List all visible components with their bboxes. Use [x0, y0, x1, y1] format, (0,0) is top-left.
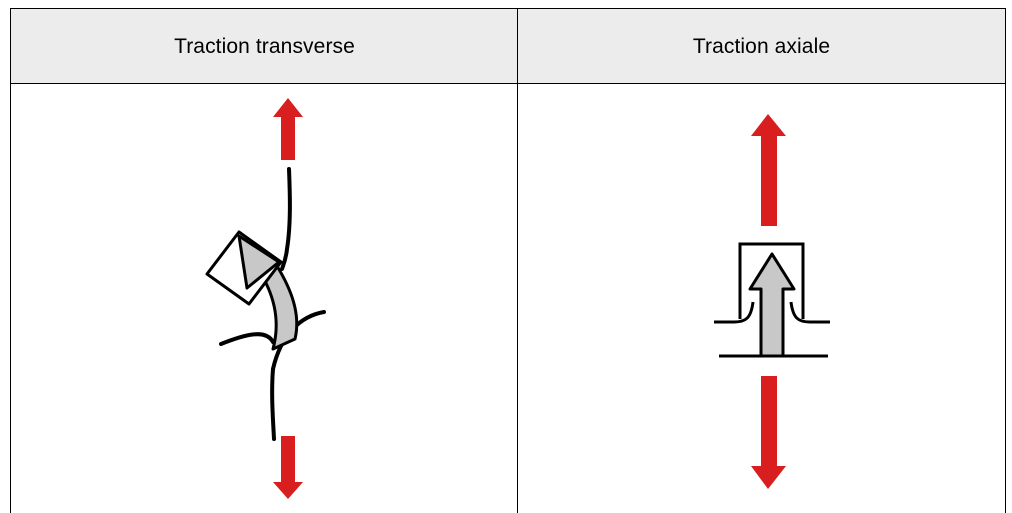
header-cell-axial: Traction axiale	[692, 34, 831, 58]
header-cell-transverse: Traction transverse	[174, 34, 355, 58]
table-body-row	[10, 83, 1006, 513]
traction-comparison-table: Traction transverse Traction axiale	[10, 8, 1006, 513]
arrow-up-icon	[273, 98, 303, 160]
table-header-row: Traction transverse Traction axiale	[10, 8, 1006, 84]
column-divider	[517, 8, 518, 513]
arrow-down-icon	[751, 376, 786, 489]
transverse-traction-icon	[205, 98, 326, 499]
arrow-down-icon	[273, 436, 303, 499]
arrow-up-icon	[751, 114, 786, 226]
axial-traction-icon	[714, 114, 830, 489]
